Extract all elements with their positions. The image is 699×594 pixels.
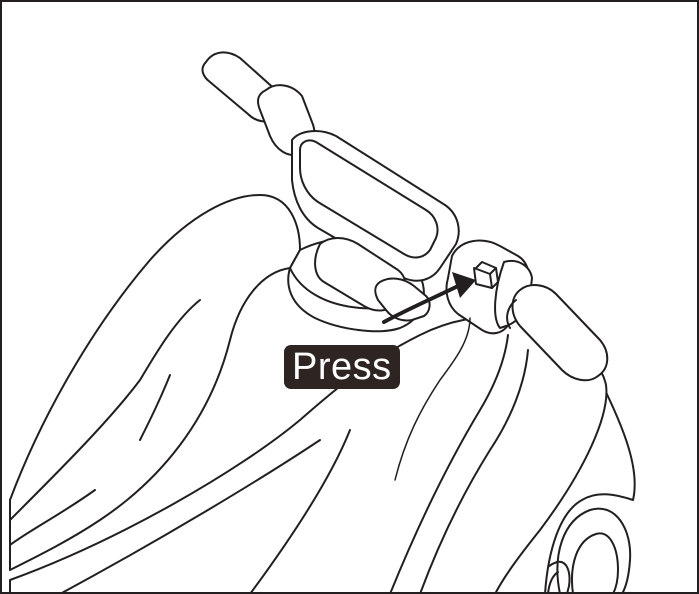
press-label: Press bbox=[284, 345, 400, 389]
